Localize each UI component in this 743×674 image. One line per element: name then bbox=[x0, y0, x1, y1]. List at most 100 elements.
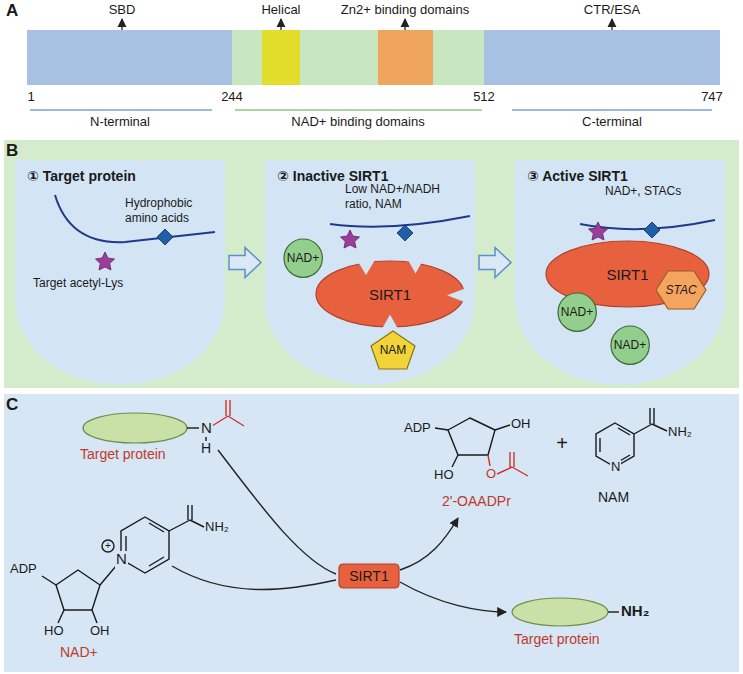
node-label: SIRT1 bbox=[606, 266, 648, 283]
node-label: SIRT1 bbox=[369, 286, 411, 303]
figure-label: ADP bbox=[10, 562, 37, 576]
hydrophobic-diamond bbox=[644, 222, 660, 238]
reaction-arrow bbox=[172, 566, 336, 590]
acetyl-group bbox=[225, 400, 226, 416]
region-underline bbox=[512, 109, 712, 111]
u-panel bbox=[15, 160, 225, 385]
chemical-bonds bbox=[608, 611, 619, 612]
inhibitor-pentagon bbox=[371, 331, 415, 369]
chemical-bonds bbox=[149, 523, 164, 532]
chemical-bonds bbox=[187, 505, 188, 520]
step-arrow bbox=[479, 248, 511, 278]
acetyl-group bbox=[228, 416, 244, 426]
acetyl-group bbox=[512, 467, 528, 476]
stage-panel: ② Inactive SIRT1Low NAD+/NADH ratio, NAM… bbox=[265, 160, 475, 385]
chemical-bonds bbox=[56, 570, 100, 610]
enzyme-box bbox=[339, 564, 399, 588]
figure-label: B bbox=[6, 142, 18, 161]
panel-heading: ③ Active SIRT1 bbox=[527, 168, 717, 186]
panel-c-ground bbox=[4, 394, 739, 672]
figure-label: 1 bbox=[27, 90, 34, 104]
domain-bar bbox=[27, 30, 232, 85]
node-label: NAD+ bbox=[287, 251, 319, 265]
chemical-bonds bbox=[618, 428, 630, 435]
molecule-circle bbox=[611, 326, 649, 364]
chemical-bonds bbox=[452, 455, 458, 467]
protein-ellipse bbox=[512, 598, 608, 626]
pointer-arrow bbox=[121, 19, 122, 30]
node-label: NAD+ bbox=[561, 305, 593, 319]
acetyl-group bbox=[497, 467, 512, 474]
chemical-bonds bbox=[42, 576, 56, 585]
figure-label: Target protein bbox=[514, 632, 600, 647]
chemical-bonds bbox=[191, 505, 192, 520]
figure-label: Target protein bbox=[80, 447, 166, 462]
molecule-node: NAD+ bbox=[283, 238, 323, 278]
chemical-bonds bbox=[448, 418, 495, 455]
chemical-bonds bbox=[634, 424, 652, 434]
figure-label: OH bbox=[511, 417, 531, 431]
activator-hexagon bbox=[656, 271, 706, 309]
acetyl-group bbox=[212, 400, 528, 476]
acetyl-group bbox=[513, 452, 514, 467]
figure-label: SBD bbox=[109, 3, 136, 17]
inactive-notch bbox=[408, 260, 423, 274]
u-panel bbox=[15, 160, 725, 385]
step-arrow bbox=[229, 248, 261, 278]
region-underline bbox=[235, 109, 482, 111]
stage-panel: ③ Active SIRT1NAD+, STACsSIRT1NAD+ STAC NA… bbox=[515, 160, 725, 385]
node-label: NAM bbox=[380, 343, 407, 357]
figure-label: OH bbox=[90, 624, 110, 638]
chemical-bonds bbox=[92, 610, 97, 623]
chemical-bonds bbox=[169, 520, 190, 531]
acetyl-group bbox=[212, 416, 228, 426]
figure-label: HO bbox=[44, 624, 64, 638]
hydrophobic-diamond bbox=[157, 222, 660, 245]
pointer-arrow bbox=[122, 19, 612, 30]
panel-note: Hydrophobic amino acids bbox=[125, 196, 220, 226]
reaction-arrow bbox=[400, 582, 506, 612]
acetyl-group bbox=[488, 455, 490, 466]
protein-chain bbox=[330, 216, 470, 227]
pointer-arrow bbox=[280, 19, 281, 30]
domain-bar bbox=[378, 30, 433, 85]
molecule-node: SIRT1 bbox=[338, 563, 400, 589]
domain-bar bbox=[27, 30, 720, 85]
chemical-bonds bbox=[599, 438, 600, 452]
figure-label: H bbox=[201, 441, 211, 456]
u-panel bbox=[515, 160, 725, 385]
node-label: NAD+ bbox=[614, 338, 646, 352]
panel-heading: ① Target protein bbox=[27, 168, 217, 186]
molecule-node: NAD+ bbox=[610, 325, 650, 365]
stage-panel: ① Target proteinHydrophobic amino acidsT… bbox=[15, 160, 225, 385]
chemical-bonds bbox=[58, 610, 64, 623]
figure-label: ADP bbox=[404, 421, 431, 435]
figure-label: NH₂ bbox=[668, 425, 692, 439]
panel-note: NAD+, STACs bbox=[605, 184, 720, 199]
figure-label: 747 bbox=[701, 90, 723, 104]
figure-label: C bbox=[6, 396, 18, 415]
reaction-arrow bbox=[400, 518, 458, 570]
reaction-arrow bbox=[172, 450, 506, 612]
acetyl-group bbox=[509, 452, 510, 467]
figure-label: Zn2+ binding domains bbox=[341, 3, 469, 17]
panel-b-ground bbox=[4, 140, 739, 388]
figure-label: N bbox=[610, 460, 621, 474]
figure-label: A bbox=[6, 2, 18, 21]
figure-label: NH₂ bbox=[621, 603, 649, 620]
domain-bar bbox=[484, 30, 720, 85]
chemical-bonds bbox=[149, 557, 164, 566]
chemical-bonds bbox=[653, 408, 654, 424]
enzyme-shape bbox=[316, 261, 464, 327]
figure-label: 244 bbox=[221, 90, 243, 104]
molecule-node: NAD+ bbox=[557, 292, 597, 332]
acetyl-group bbox=[229, 400, 230, 416]
figure-label: NH₂ bbox=[205, 520, 229, 534]
region-underline bbox=[30, 109, 212, 111]
panel-note: Low NAD+/NADH ratio, NAM bbox=[345, 182, 470, 212]
inactive-notch bbox=[383, 314, 398, 328]
molecule-node: STAC bbox=[655, 270, 707, 310]
figure-label: NAM bbox=[598, 490, 629, 505]
u-panel bbox=[265, 160, 475, 385]
